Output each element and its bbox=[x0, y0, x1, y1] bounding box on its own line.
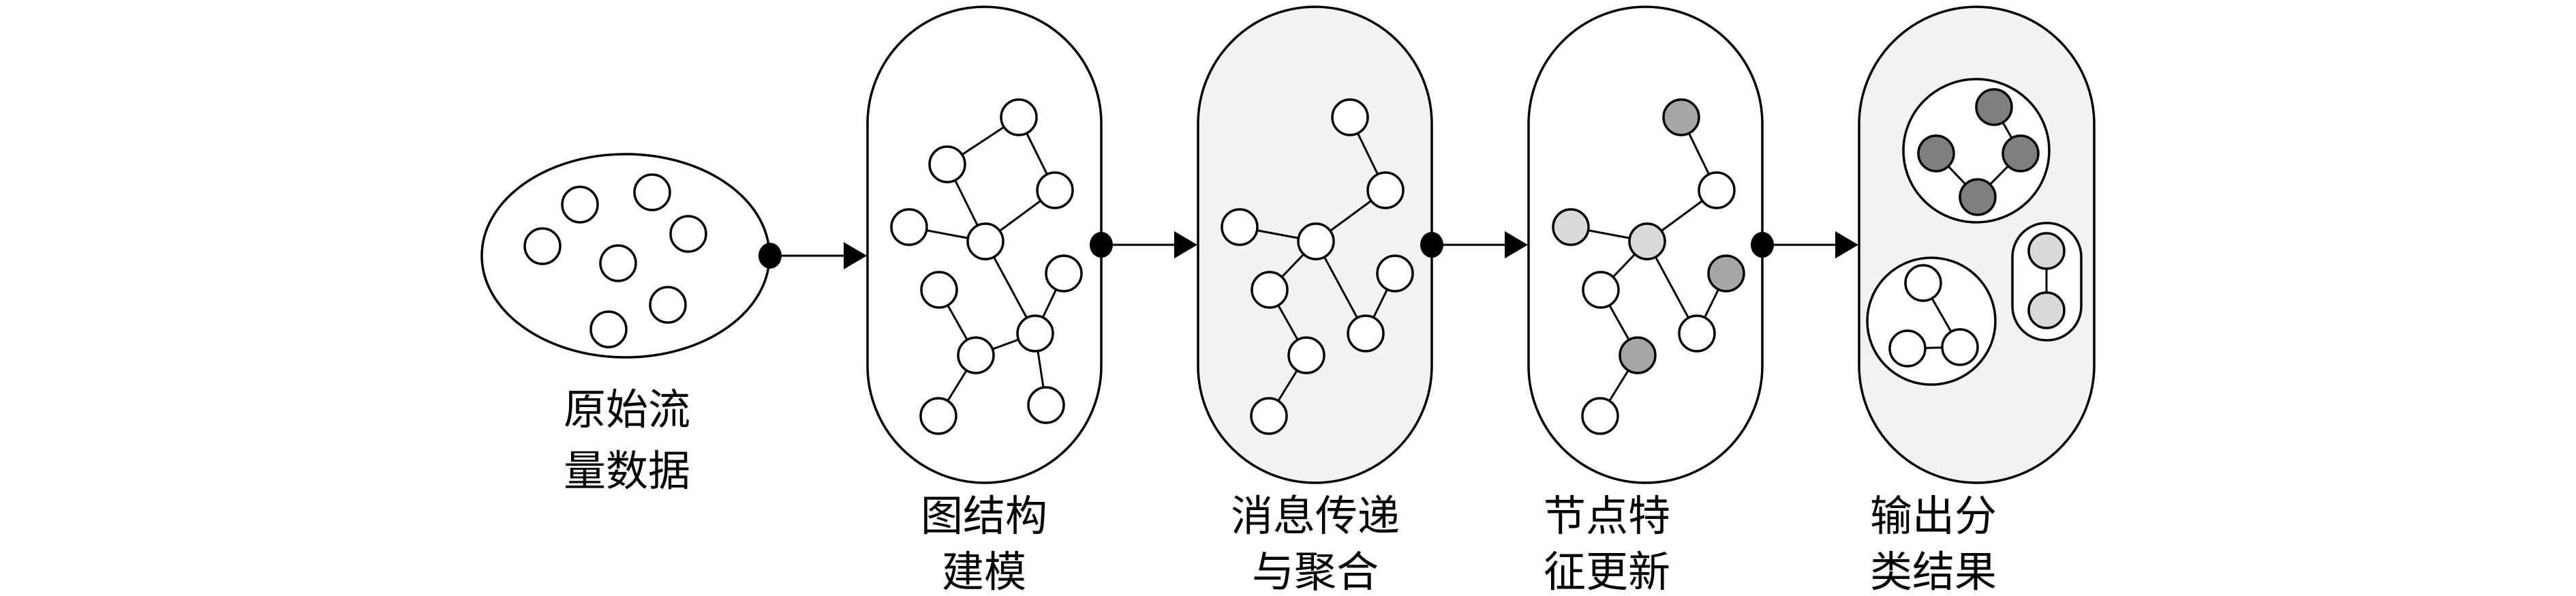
label-classification-output-line2: 类结果 bbox=[1870, 547, 1997, 596]
node-feature-update-node bbox=[1678, 314, 1716, 353]
message-passing-graph bbox=[1221, 98, 1414, 435]
label-graph-construction-line1: 图结构 bbox=[921, 491, 1047, 541]
graph-construction-node bbox=[1036, 171, 1074, 209]
arrowhead-icon bbox=[1174, 231, 1197, 258]
label-classification-output-line1: 输出分 bbox=[1870, 491, 1997, 541]
graph-construction-node bbox=[966, 222, 1005, 260]
stage-graph-construction: 图结构 建模 bbox=[866, 5, 1103, 596]
graph-construction-node bbox=[919, 397, 957, 435]
graph-construction-node bbox=[1016, 314, 1054, 353]
cluster-dark-node bbox=[1975, 88, 2013, 126]
message-passing-node bbox=[1376, 254, 1414, 293]
connectors bbox=[758, 231, 1858, 269]
node-feature-update-node bbox=[1628, 222, 1666, 260]
cluster-white-node bbox=[1904, 264, 1942, 302]
raw-traffic-node bbox=[633, 173, 671, 211]
raw-traffic-node bbox=[561, 185, 599, 224]
label-message-passing-line2: 与聚合 bbox=[1252, 547, 1379, 596]
node-feature-update-node bbox=[1707, 254, 1745, 293]
message-passing-node bbox=[1251, 271, 1289, 309]
message-passing-node bbox=[1297, 222, 1335, 260]
label-message-passing-line1: 消息传递 bbox=[1231, 491, 1400, 541]
classification-output-graph bbox=[1888, 88, 2066, 368]
cluster-white-node bbox=[1941, 328, 1979, 366]
graph-construction-node bbox=[957, 336, 995, 374]
label-graph-construction-line2: 建模 bbox=[942, 547, 1026, 596]
cluster-dark-container bbox=[1902, 78, 2051, 224]
stage-raw-traffic: 原始流 量数据 bbox=[480, 153, 771, 496]
connector-dot bbox=[1420, 232, 1443, 258]
cluster-white-node bbox=[1888, 329, 1927, 368]
graph-construction-node bbox=[920, 271, 958, 309]
node-feature-update-node bbox=[1581, 397, 1619, 435]
raw-traffic-node bbox=[589, 310, 628, 348]
label-raw-traffic-line2: 量数据 bbox=[564, 446, 690, 496]
raw-nodes-group bbox=[523, 173, 707, 348]
graph-construction-node bbox=[1000, 98, 1038, 136]
raw-traffic-node bbox=[599, 244, 637, 282]
message-passing-node bbox=[1250, 397, 1288, 435]
message-passing-node bbox=[1221, 208, 1259, 246]
label-node-feature-update-line2: 征更新 bbox=[1544, 547, 1670, 596]
node-feature-update-node bbox=[1552, 208, 1590, 246]
connector-dot bbox=[1090, 232, 1113, 258]
connector-3 bbox=[1420, 231, 1528, 258]
node-feature-update-node bbox=[1662, 98, 1700, 136]
arrowhead-icon bbox=[1505, 231, 1528, 258]
node-feature-update-node bbox=[1698, 171, 1736, 209]
graph-construction-node bbox=[890, 208, 928, 246]
stage-message-passing: 消息传递 与聚合 bbox=[1197, 5, 1433, 596]
cluster-dark-node bbox=[1917, 134, 1955, 173]
node-feature-update-node bbox=[1619, 336, 1657, 374]
graph-construction-node bbox=[1027, 386, 1065, 424]
connector-2 bbox=[1090, 231, 1197, 258]
arrowhead-icon bbox=[1835, 231, 1858, 258]
cluster-dark-node bbox=[1959, 178, 1997, 216]
message-passing-node bbox=[1331, 98, 1369, 136]
raw-traffic-node bbox=[669, 215, 707, 253]
label-node-feature-update-line1: 节点特 bbox=[1544, 491, 1670, 541]
connector-dot bbox=[758, 243, 782, 269]
graph-construction-graph bbox=[890, 98, 1083, 435]
connector-1 bbox=[758, 242, 867, 269]
graph-construction-node bbox=[928, 145, 966, 183]
stage-classification-output: 输出分 类结果 bbox=[1858, 5, 2096, 596]
node-feature-update-graph bbox=[1552, 98, 1745, 435]
stage-node-feature-update: 节点特 征更新 bbox=[1527, 5, 1764, 596]
raw-traffic-node bbox=[649, 286, 687, 324]
cluster-dark-node bbox=[2002, 134, 2040, 173]
message-passing-node bbox=[1287, 336, 1325, 374]
raw-traffic-node bbox=[523, 227, 562, 265]
message-passing-node bbox=[1347, 314, 1385, 353]
cluster-light-node bbox=[2027, 291, 2066, 329]
connector-4 bbox=[1751, 231, 1858, 258]
cluster-light-node bbox=[2027, 232, 2066, 270]
arrowhead-icon bbox=[844, 242, 867, 269]
node-feature-update-node bbox=[1582, 271, 1620, 309]
message-passing-node bbox=[1366, 171, 1405, 209]
connector-dot bbox=[1751, 232, 1774, 258]
graph-construction-node bbox=[1045, 254, 1083, 293]
label-raw-traffic-line1: 原始流 bbox=[564, 385, 690, 434]
